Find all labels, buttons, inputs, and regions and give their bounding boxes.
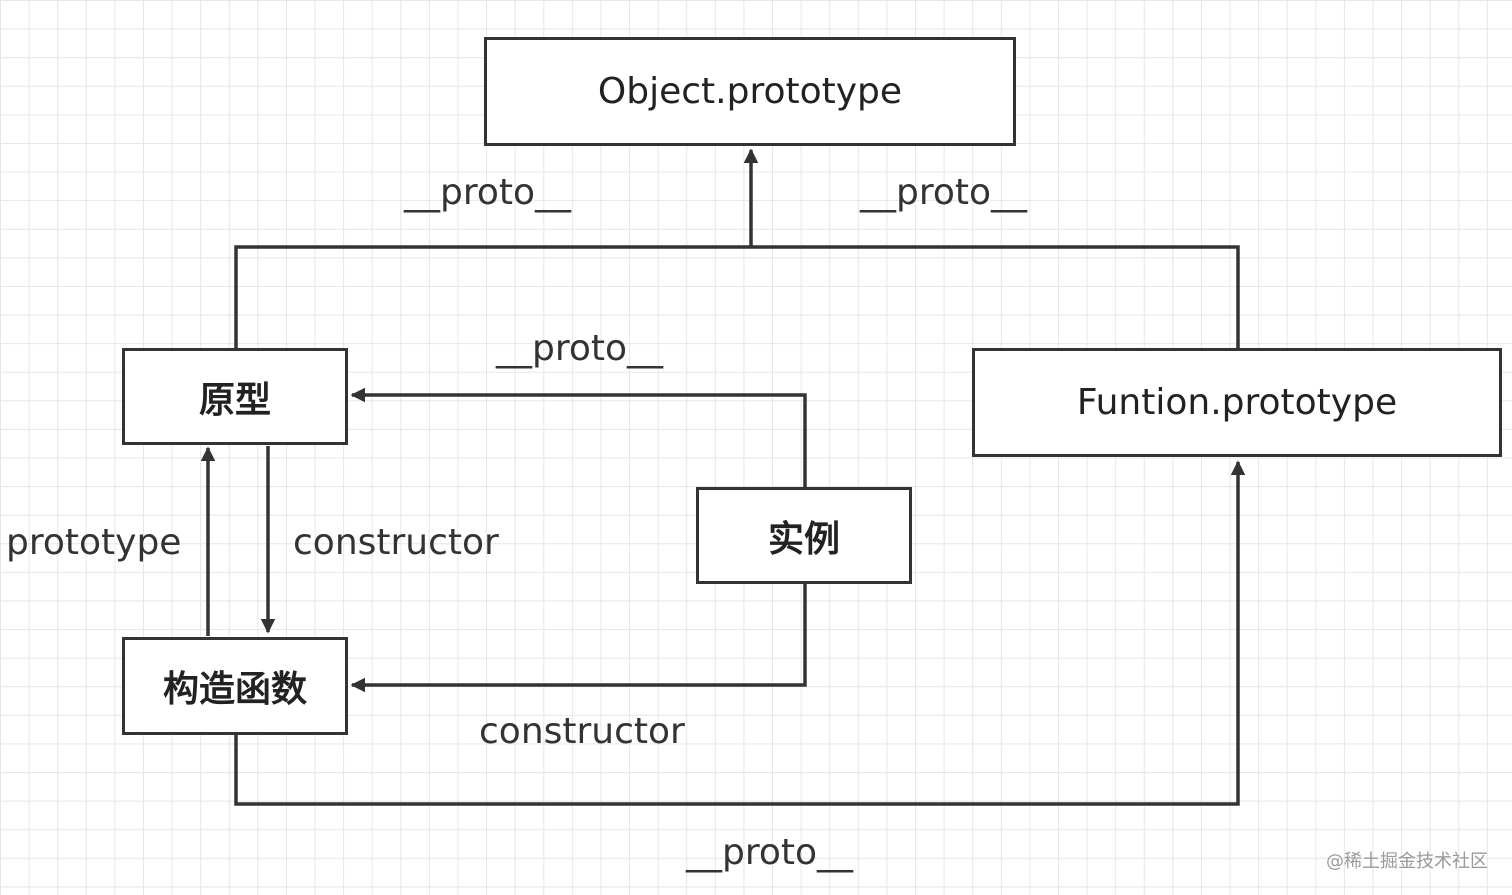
instance-box-label: 实例	[767, 518, 840, 560]
proto-arrow-fn-to-function-prototype	[234, 460, 1246, 806]
object-prototype-box: Object.prototype	[484, 37, 1016, 146]
constructor-fn-box-label: 构造函数	[162, 669, 307, 710]
watermark: @稀土掘金技术社区	[1326, 851, 1488, 872]
proto-label-bottom: __proto__	[686, 832, 854, 873]
constructor-label-left: constructor	[293, 522, 499, 563]
object-prototype-label: Object.prototype	[597, 71, 903, 112]
function-prototype-label: Funtion.prototype	[1076, 382, 1398, 423]
constructor-label-bottom: constructor	[479, 711, 685, 752]
proto-label-middle: __proto__	[496, 328, 664, 369]
constructor-arrow-instance-to-fn	[350, 584, 807, 693]
proto-link-top-bar	[234, 245, 1240, 348]
constructor-fn-box: 构造函数	[122, 637, 348, 735]
proto-arrow-instance-to-prototype	[350, 387, 807, 487]
prototype-box: 原型	[122, 348, 348, 445]
proto-label-top-right: __proto__	[860, 172, 1028, 213]
proto-label-top-left: __proto__	[404, 172, 572, 213]
prototype-label: prototype	[6, 522, 182, 563]
prototype-box-label: 原型	[198, 379, 271, 421]
function-prototype-box: Funtion.prototype	[972, 348, 1502, 457]
instance-box: 实例	[696, 487, 912, 584]
